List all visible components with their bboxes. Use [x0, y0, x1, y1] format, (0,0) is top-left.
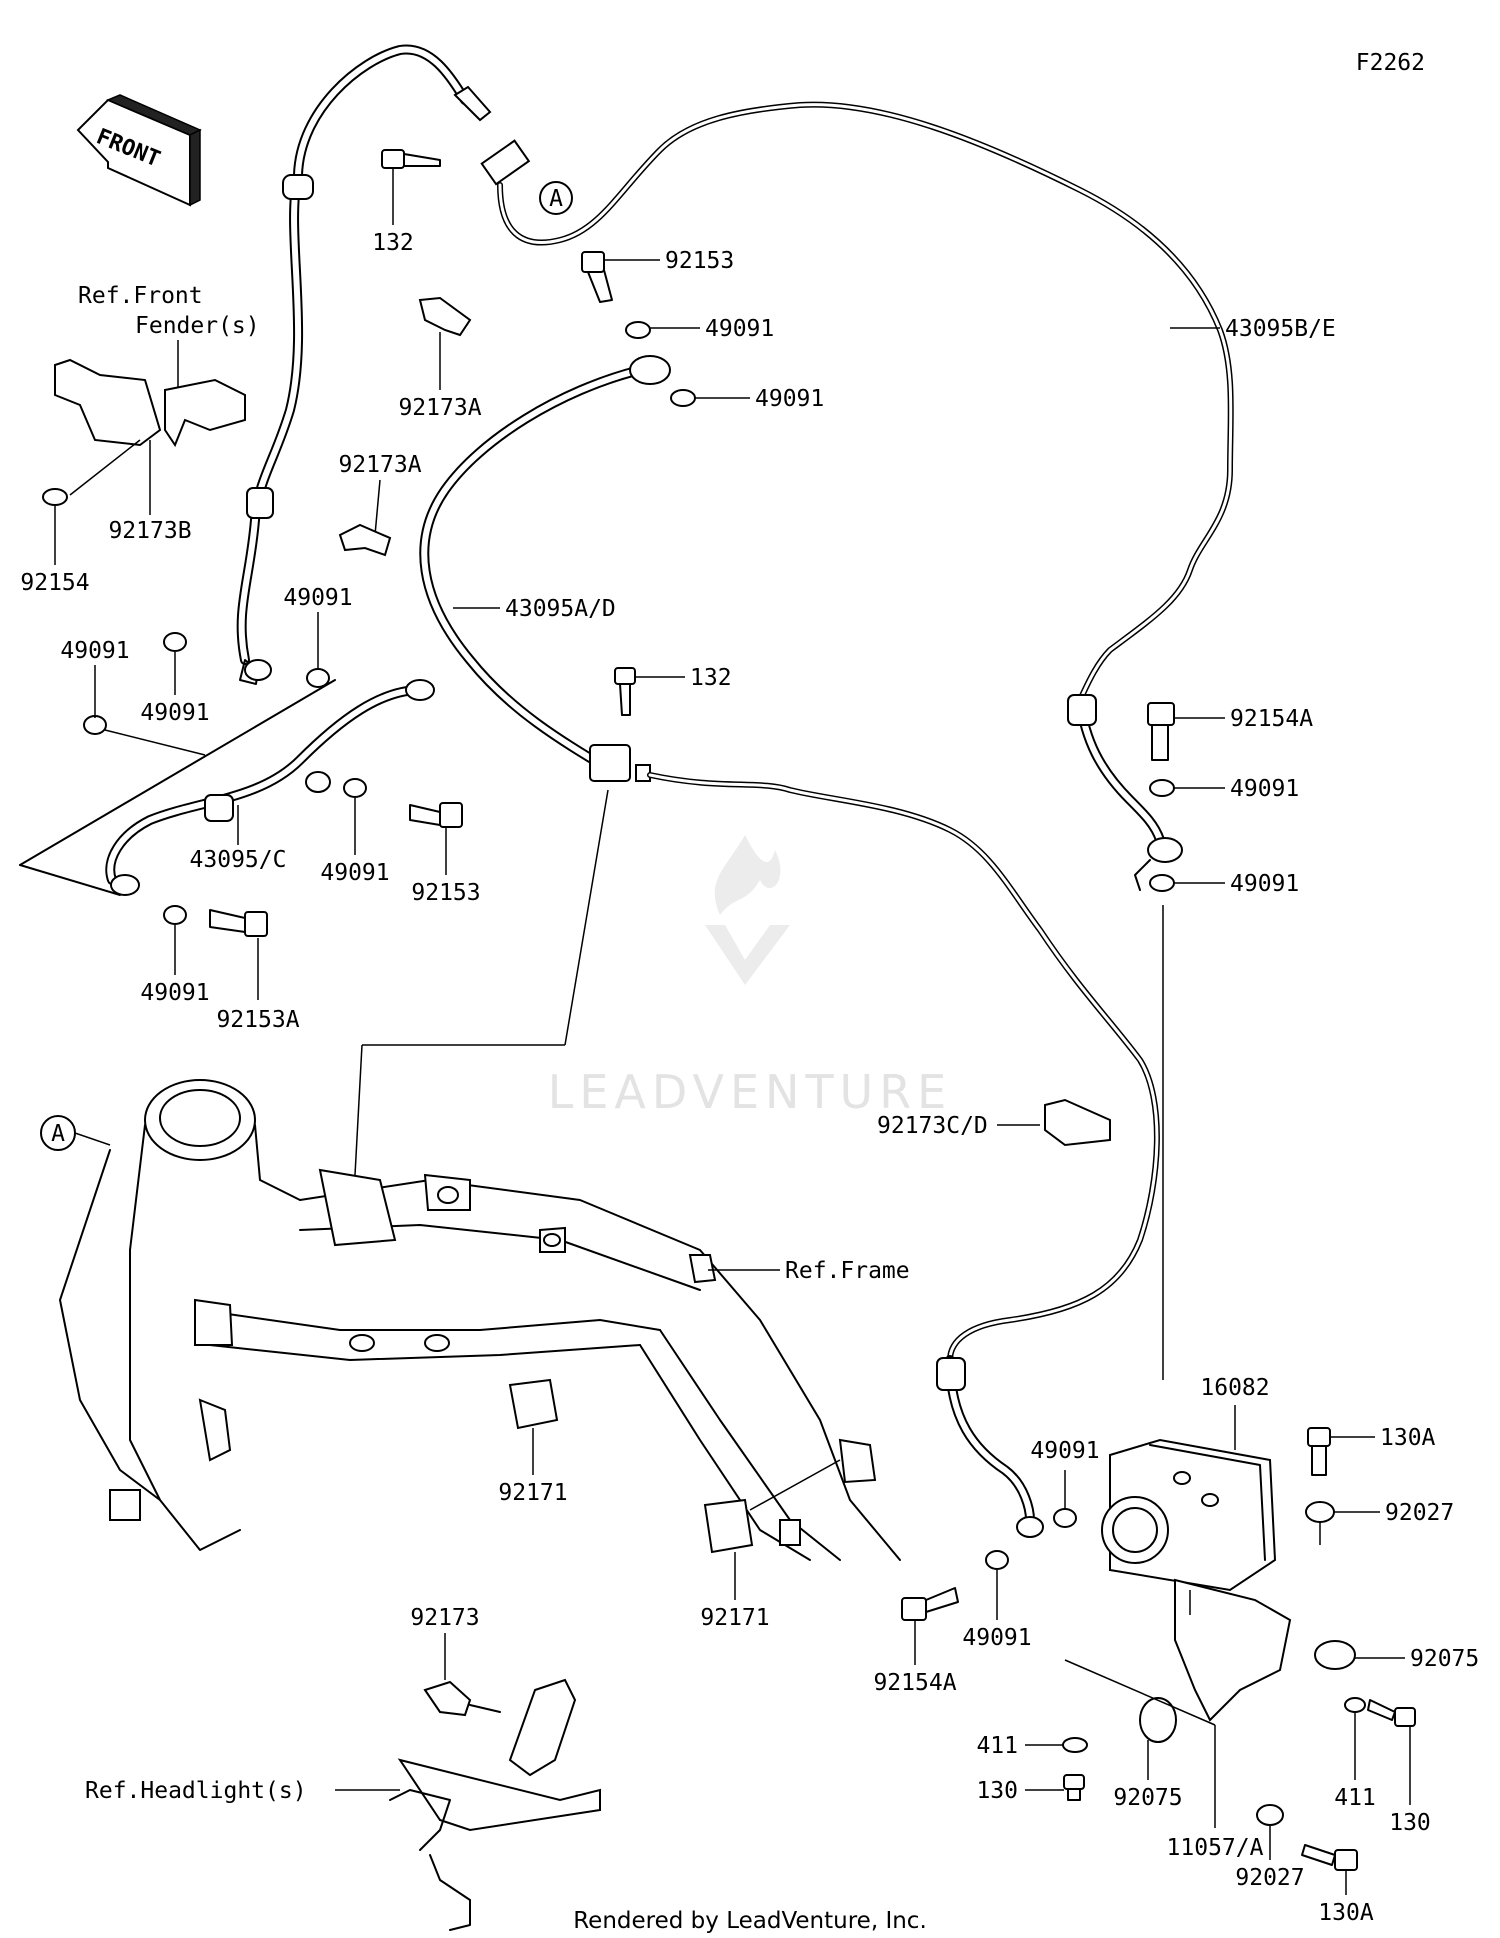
label-49091-abs1: 49091: [1030, 1438, 1099, 1464]
clamp-92173a-upper: [418, 296, 472, 337]
label-43095c: 43095/C: [190, 847, 287, 873]
watermark-text: LEADVENTURE: [548, 1065, 953, 1119]
ref-mark-a-top: A: [549, 186, 563, 212]
label-49091-upper-b: 49091: [755, 386, 824, 412]
label-92153-top: 92153: [665, 248, 734, 274]
label-92153-mid: 92153: [411, 880, 480, 906]
bolt-130-left: [1025, 1774, 1085, 1801]
label-130-right: 130: [1389, 1810, 1431, 1836]
brake-hose-43095ad: [419, 355, 1160, 1363]
brake-hose-43095be-lower: [1067, 694, 1183, 1380]
label-ref-frame: Ref.Frame: [785, 1258, 910, 1284]
frame: A: [40, 1079, 901, 1561]
label-11057a: 11057/A: [1167, 1835, 1264, 1861]
label-ref-headlights: Ref.Headlight(s): [85, 1778, 307, 1804]
label-130-left: 130: [976, 1778, 1018, 1804]
label-132-mid: 132: [690, 665, 732, 691]
footer-credit: Rendered by LeadVenture, Inc.: [573, 1908, 927, 1934]
bolt-130a-top: [1307, 1427, 1375, 1476]
label-49091-l1: 49091: [140, 700, 209, 726]
label-ref-front-fender-2: Fender(s): [135, 313, 260, 339]
label-92153a: 92153A: [216, 1007, 299, 1033]
label-92171-b: 92171: [700, 1605, 769, 1631]
figure-code: F2262: [1356, 50, 1425, 76]
bolt-130-right: [1367, 1699, 1416, 1805]
label-92075-right: 92075: [1410, 1646, 1479, 1672]
watermark: LEADVENTURE: [548, 835, 953, 1119]
label-132-top: 132: [372, 230, 414, 256]
abs-hydraulic-unit: [1101, 1438, 1292, 1722]
ref-mark-a-frame: A: [51, 1121, 65, 1147]
bolt-92153-mid: [409, 802, 463, 875]
label-92173a-lower: 92173A: [338, 452, 421, 478]
label-16082: 16082: [1200, 1375, 1269, 1401]
label-92173a-upper: 92173A: [398, 395, 481, 421]
clamp-92173cd: [1044, 1098, 1111, 1147]
label-92171-a: 92171: [498, 1480, 567, 1506]
bolt-132-top: [381, 149, 441, 225]
label-49091-l5: 49091: [140, 980, 209, 1006]
label-411-left: 411: [976, 1733, 1018, 1759]
label-49091-r2: 49091: [1230, 871, 1299, 897]
label-411-right: 411: [1334, 1785, 1376, 1811]
bolt-92153a: [209, 909, 268, 1000]
brake-hose-abs-inlet: [936, 1355, 1044, 1538]
label-92173: 92173: [410, 1605, 479, 1631]
brake-hose-43095c: [19, 679, 435, 896]
label-49091-l3: 49091: [283, 585, 352, 611]
label-92075-bot: 92075: [1113, 1785, 1182, 1811]
label-92173b: 92173B: [108, 518, 191, 544]
bolt-92154a-bot: [901, 1587, 959, 1665]
label-ref-front-fender-1: Ref.Front: [78, 283, 203, 309]
label-49091-l4: 49091: [320, 860, 389, 886]
bolt-130a-bot: [1301, 1844, 1358, 1895]
clamp-92173a-lower: [338, 523, 392, 557]
label-92154: 92154: [20, 570, 89, 596]
front-arrow-icon: FRONT: [76, 94, 202, 207]
rubber-92171-b: [703, 1498, 754, 1554]
label-92154a-top: 92154A: [1230, 706, 1313, 732]
label-130a-top: 130A: [1380, 1425, 1436, 1451]
label-49091-l2: 49091: [60, 638, 129, 664]
headlight-bracket: [389, 1678, 601, 1931]
label-92173cd: 92173C/D: [877, 1113, 988, 1139]
front-brake-hose-left: [236, 44, 1234, 703]
label-92027-bot: 92027: [1235, 1865, 1304, 1891]
label-130a-bot: 130A: [1318, 1900, 1374, 1926]
front-fender-bracket: [54, 358, 246, 448]
label-43095ad: 43095A/D: [505, 596, 616, 622]
damper-92075-right: [1314, 1640, 1356, 1670]
bolt-132-mid: [614, 667, 685, 716]
damper-92075-bot: [1139, 1697, 1177, 1743]
label-49091-abs2: 49091: [962, 1625, 1031, 1651]
label-49091-r1: 49091: [1230, 776, 1299, 802]
bolt-92154a-top: [1147, 702, 1225, 761]
label-92027-top: 92027: [1385, 1500, 1454, 1526]
label-49091-upper-a: 49091: [705, 316, 774, 342]
label-43095be: 43095B/E: [1225, 316, 1336, 342]
label-92154a-bot: 92154A: [873, 1670, 956, 1696]
bolt-92153-top: [581, 251, 660, 303]
rubber-92171-a: [508, 1378, 559, 1430]
